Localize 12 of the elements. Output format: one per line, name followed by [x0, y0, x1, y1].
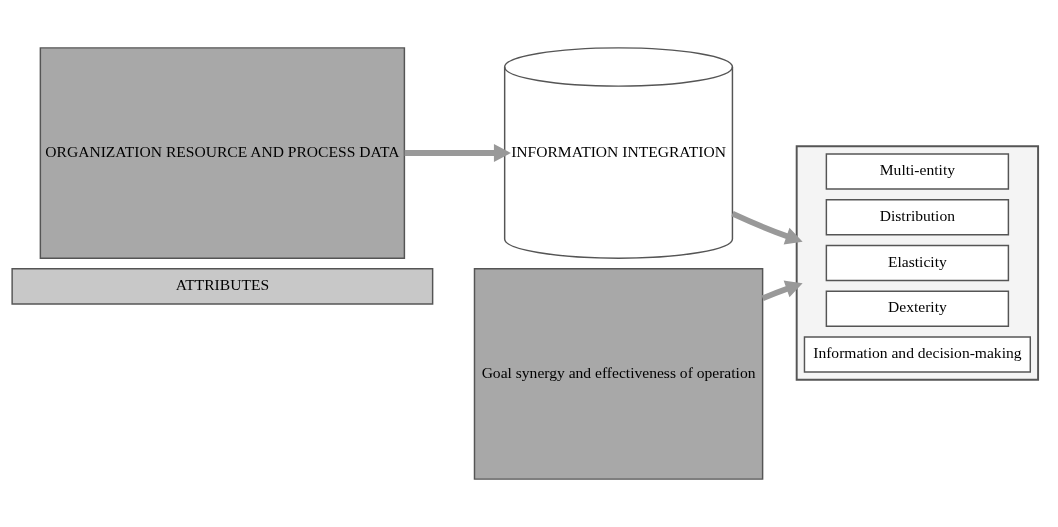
node-box: Information and decision-making — [803, 336, 1032, 373]
arrow — [731, 211, 803, 245]
node-box: Multi-entity — [825, 153, 1010, 190]
arrow — [761, 280, 803, 301]
node-box: Dexterity — [825, 290, 1010, 327]
node-box: Elasticity — [825, 244, 1010, 282]
arrow — [404, 144, 511, 162]
cluster — [795, 145, 1040, 381]
node-box: ATTRIBUTES — [11, 268, 434, 305]
node-box: Distribution — [825, 199, 1010, 236]
node-box: ORGANIZATION RESOURCE AND PROCESS DATA — [39, 47, 406, 259]
node-box: Goal synergy and effectiveness of operation — [473, 268, 764, 480]
